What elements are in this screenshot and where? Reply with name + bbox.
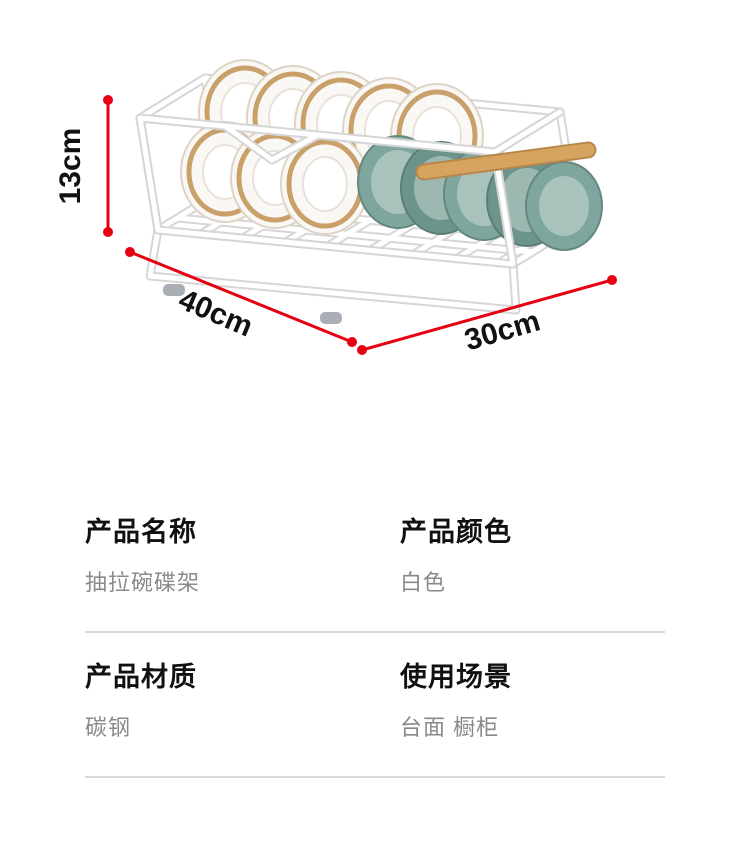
spec-product-color: 产品颜色 白色 <box>400 510 665 597</box>
depth-dimension-arrow <box>125 247 357 347</box>
spec-value-product-color: 白色 <box>400 570 447 595</box>
slide-foot-left <box>163 284 185 296</box>
spec-row-2: 产品材质 碳钢 使用场景 台面 橱柜 <box>85 633 665 778</box>
plate <box>280 133 370 235</box>
spec-row-1: 产品名称 抽拉碗碟架 产品颜色 白色 <box>85 488 665 633</box>
spec-value-product-name: 抽拉碗碟架 <box>85 570 201 595</box>
depth-dimension-label: 40cm <box>174 283 258 343</box>
bowl <box>525 161 603 251</box>
height-dimension-label: 13cm <box>54 128 87 205</box>
wooden-handle <box>415 141 597 181</box>
slide-foot-right <box>320 312 342 324</box>
spec-product-name: 产品名称 抽拉碗碟架 <box>85 510 400 597</box>
spec-label-product-material: 产品材质 <box>85 662 197 692</box>
width-dimension-arrow <box>357 275 617 355</box>
dish-rack-illustration: 13cm 40cm 30cm <box>54 59 617 357</box>
spec-label-product-color: 产品颜色 <box>400 517 512 547</box>
spec-product-material: 产品材质 碳钢 <box>85 655 400 742</box>
spec-value-usage-scene: 台面 橱柜 <box>400 715 500 740</box>
spec-label-product-name: 产品名称 <box>85 517 197 547</box>
height-dimension-arrow <box>103 95 113 237</box>
spec-value-product-material: 碳钢 <box>85 715 132 740</box>
spec-usage-scene: 使用场景 台面 橱柜 <box>400 655 665 742</box>
spec-label-usage-scene: 使用场景 <box>400 662 512 692</box>
spec-table: 产品名称 抽拉碗碟架 产品颜色 白色 产品材质 碳钢 使用场景 台面 橱柜 <box>85 488 665 778</box>
